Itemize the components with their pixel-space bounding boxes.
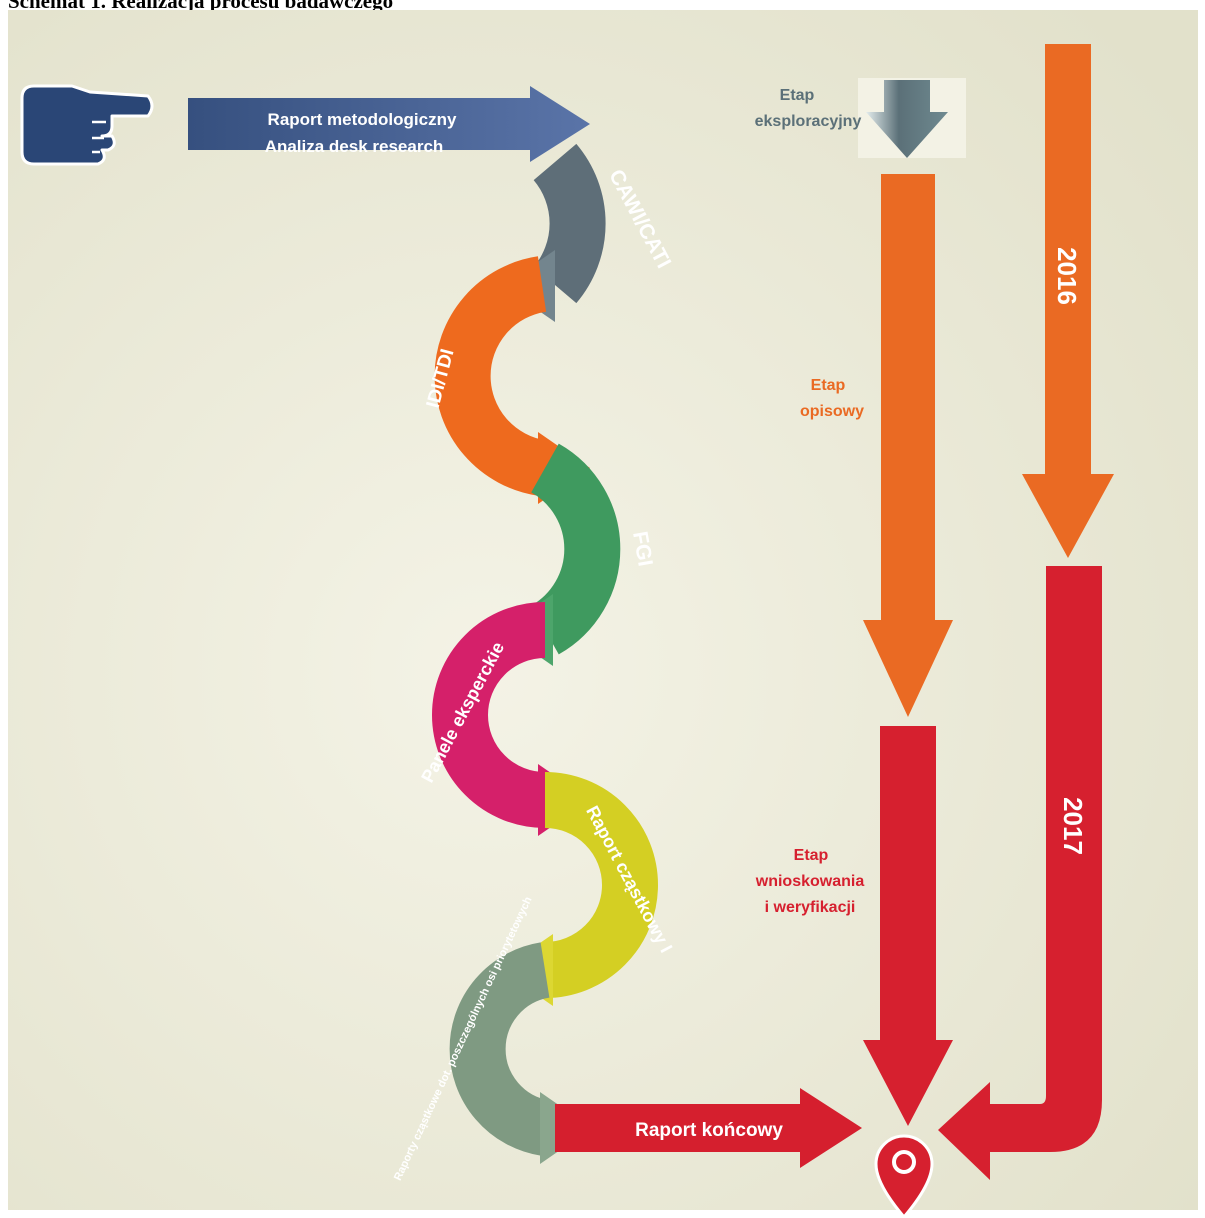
- final-arrow: [555, 1088, 862, 1168]
- start-box-line1: Raport metodologiczny: [268, 110, 457, 129]
- stage-inference-line1: Etap: [794, 847, 829, 864]
- year-2017-label: 2017: [1058, 797, 1088, 855]
- stage-descriptive-line1: Etap: [811, 377, 846, 394]
- stage-descriptive-arrow: [863, 174, 953, 717]
- stage-inference-arrow: [863, 726, 953, 1126]
- year-2016-label: 2016: [1052, 247, 1082, 305]
- pointing-hand-icon: [20, 84, 154, 166]
- page-title: Schemat 1. Realizacja procesu badawczego: [8, 0, 394, 13]
- year-2016-arrow: [1022, 44, 1114, 558]
- stage-inference-line3: i weryfikacji: [765, 899, 856, 916]
- final-label: Raport końcowy: [635, 1120, 783, 1141]
- start-arrow: [188, 86, 590, 162]
- process-snake: [432, 143, 862, 1168]
- year-2017-arrow: [938, 566, 1102, 1180]
- stage-exploratory-line1: Etap: [780, 87, 815, 104]
- stage-descriptive-line2: opisowy: [800, 403, 864, 420]
- stage-inference-line2: wnioskowania: [755, 873, 865, 890]
- start-box-line2: Analiza desk research: [265, 137, 444, 156]
- stage-exploratory-arrow: [858, 78, 966, 158]
- location-pin-icon: [874, 1134, 934, 1218]
- stage-exploratory-line2: eksploracyjny: [755, 113, 862, 130]
